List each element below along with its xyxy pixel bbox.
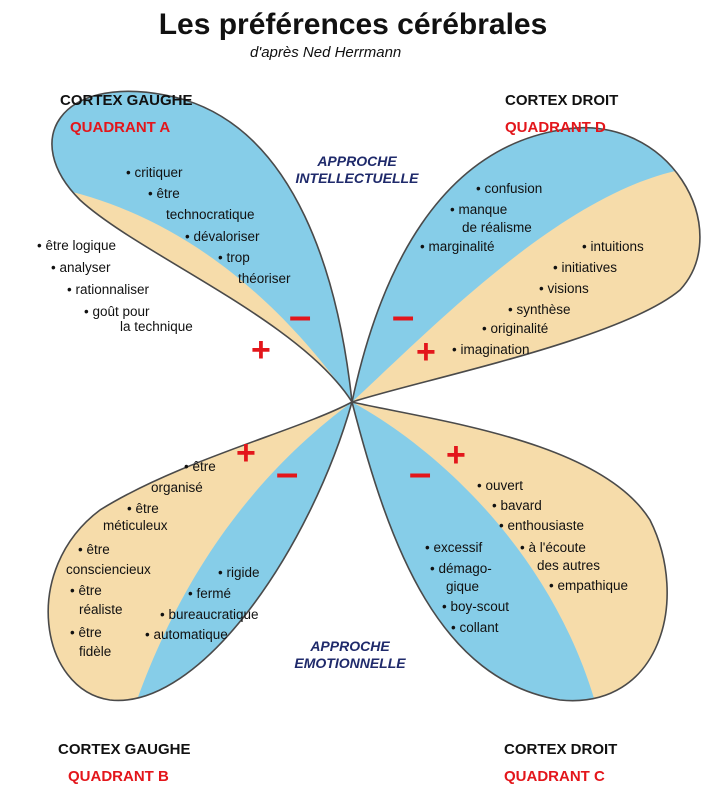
quadrant-a-tan-item: • goût pour bbox=[84, 304, 150, 319]
quadrant-b-tan-item: • être bbox=[70, 625, 102, 640]
corner-bottom-right: CORTEX DROIT QUADRANT C bbox=[504, 741, 617, 785]
plus-sign-c: + bbox=[446, 436, 466, 474]
quadrant-c-tan-item: • empathique bbox=[549, 578, 629, 593]
plus-sign-a: + bbox=[251, 331, 271, 369]
quadrant-d-tan-item: • initiatives bbox=[553, 260, 617, 275]
quadrant-c-tan-item: • bavard bbox=[492, 498, 542, 513]
quadrant-c-tan-item: • enthousiaste bbox=[499, 518, 585, 533]
quadrant-a-tan-item: • analyser bbox=[51, 260, 111, 275]
quadrant-b-tan-item: méticuleux bbox=[103, 518, 168, 533]
quadrant-a-blue-item: • critiquer bbox=[126, 165, 183, 180]
quadrant-d-blue-item: • confusion bbox=[476, 181, 543, 196]
quadrant-b-blue-item: • bureaucratique bbox=[160, 607, 259, 622]
quadrant-b-blue-item: • rigide bbox=[218, 565, 260, 580]
minus-sign-a: – bbox=[289, 294, 312, 338]
approach-intellectuelle: APPROCHE INTELLECTUELLE bbox=[282, 153, 432, 187]
quadrant-c-blue-item: • boy-scout bbox=[442, 599, 510, 614]
quadrant-a-blue-item: technocratique bbox=[166, 207, 255, 222]
quadrant-c-blue-item: • collant bbox=[451, 620, 499, 635]
quadrant-a-blue-item: • être bbox=[148, 186, 180, 201]
quadrant-b-tan-item: réaliste bbox=[79, 602, 123, 617]
quadrant-d-tan-item: • imagination bbox=[452, 342, 530, 357]
quadrant-b-blue-item: • fermé bbox=[188, 586, 231, 601]
quadrant-c-blue-item: gique bbox=[446, 579, 480, 594]
quadrant-c-tan-item: • à l'écoute bbox=[520, 540, 586, 555]
minus-sign-c: – bbox=[409, 451, 432, 495]
quadrant-b-tan-item: • être bbox=[78, 542, 110, 557]
page-title: Les préférences cérébrales bbox=[158, 8, 548, 41]
quadrant-b-tan-item: • être bbox=[70, 583, 102, 598]
quadrant-c-blue-item: • excessif bbox=[425, 540, 483, 555]
quadrant-d-blue-item: de réalisme bbox=[462, 220, 532, 235]
quadrant-d-tan-item: • intuitions bbox=[582, 239, 644, 254]
approach-emotionnelle: APPROCHE EMOTIONNELLE bbox=[275, 638, 425, 672]
quadrant-c-tan-item: • ouvert bbox=[477, 478, 523, 493]
quadrant-b-tan-item: consciencieux bbox=[66, 562, 151, 577]
minus-sign-d: – bbox=[392, 294, 415, 338]
approach-line: EMOTIONNELLE bbox=[294, 655, 406, 671]
quadrant-a-blue-item: • trop bbox=[218, 250, 250, 265]
approach-line: INTELLECTUELLE bbox=[295, 170, 419, 186]
cortex-label: CORTEX DROIT bbox=[505, 92, 619, 109]
quadrant-c-blue-item: • démago- bbox=[430, 561, 492, 576]
quadrant-b-tan-item: fidèle bbox=[79, 644, 112, 659]
corner-bottom-left: CORTEX GAUGHE QUADRANT B bbox=[58, 741, 191, 785]
cortex-label: CORTEX GAUGHE bbox=[60, 92, 193, 109]
quadrant-b-blue-item: • automatique bbox=[145, 627, 228, 642]
quadrant-label: QUADRANT A bbox=[70, 119, 171, 136]
quadrant-label: QUADRANT D bbox=[505, 119, 606, 136]
corner-top-left: CORTEX GAUGHE QUADRANT A bbox=[60, 92, 193, 136]
minus-sign-b: – bbox=[276, 451, 299, 495]
plus-sign-b: + bbox=[236, 434, 256, 472]
quadrant-a-blue-item: • dévaloriser bbox=[185, 229, 260, 244]
quadrant-a-tan-item: • rationnaliser bbox=[67, 282, 150, 297]
quadrant-b-tan-item: • être bbox=[127, 501, 159, 516]
plus-sign-d: + bbox=[416, 333, 436, 371]
quadrant-b-tan-item: organisé bbox=[151, 480, 203, 495]
quadrant-a-blue-item: théoriser bbox=[238, 271, 291, 286]
quadrant-c-tan-item: des autres bbox=[537, 558, 601, 573]
quadrant-b-tan-item: • être bbox=[184, 459, 216, 474]
quadrant-d-blue-item: • manque bbox=[450, 202, 508, 217]
quadrant-d-tan-item: • originalité bbox=[482, 321, 549, 336]
petal-quadrant-c bbox=[350, 400, 668, 702]
quadrant-a-tan-item: la technique bbox=[120, 319, 193, 334]
quadrant-d-tan-item: • visions bbox=[539, 281, 589, 296]
cortex-label: CORTEX DROIT bbox=[504, 741, 618, 758]
quadrant-d-tan-item: • synthèse bbox=[508, 302, 571, 317]
petal-quadrant-b bbox=[47, 400, 354, 702]
approach-line: APPROCHE bbox=[310, 638, 390, 654]
quadrant-label: QUADRANT C bbox=[504, 768, 605, 785]
quadrant-label: QUADRANT B bbox=[68, 768, 169, 785]
approach-line: APPROCHE bbox=[317, 153, 397, 169]
cortex-label: CORTEX GAUGHE bbox=[58, 741, 191, 758]
page-subtitle: d'après Ned Herrmann bbox=[250, 44, 402, 61]
quadrant-d-blue-item: • marginalité bbox=[420, 239, 495, 254]
corner-top-right: CORTEX DROIT QUADRANT D bbox=[505, 92, 618, 136]
quadrant-a-tan-item: • être logique bbox=[37, 238, 117, 253]
